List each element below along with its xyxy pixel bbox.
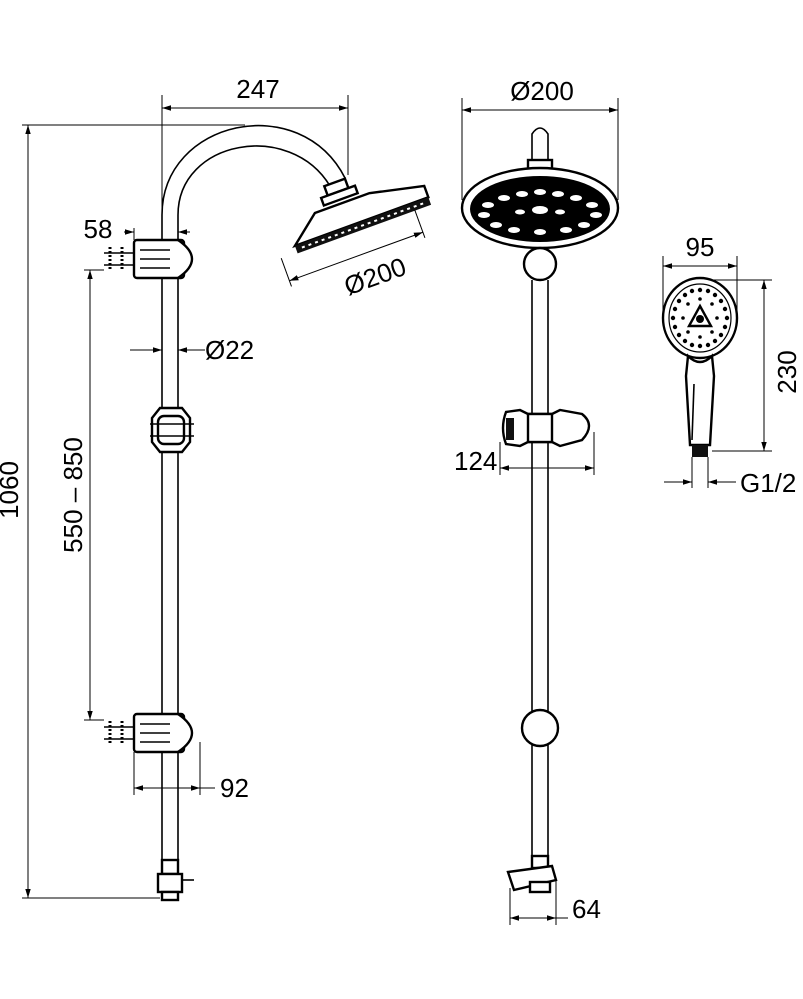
dimension-arm-length: 247 bbox=[161, 74, 349, 240]
hand-shower: 95 230 G1/2 bbox=[661, 232, 802, 498]
dimension-label-hand-thread: G1/2 bbox=[740, 468, 796, 498]
hand-shower-head bbox=[661, 276, 739, 360]
dimension-hand-width: 95 bbox=[662, 232, 738, 318]
dimension-diverter-width: 64 bbox=[509, 880, 601, 925]
dimension-bracket-spacing: 550 – 850 bbox=[58, 269, 104, 721]
dimension-label-head-diameter-front: Ø200 bbox=[510, 76, 574, 106]
wall-screws-lower bbox=[104, 721, 134, 745]
rain-shower-head-front bbox=[460, 166, 620, 250]
wall-screws-upper bbox=[104, 247, 134, 271]
shower-arm-side bbox=[161, 124, 346, 245]
front-view: Ø200 124 64 bbox=[454, 76, 620, 925]
hand-spray-nozzles bbox=[670, 287, 730, 349]
dimension-label-hand-length: 230 bbox=[772, 350, 802, 393]
slide-holder-side bbox=[150, 406, 194, 454]
lower-bracket-front bbox=[520, 708, 560, 748]
dimension-label-bracket-width: 92 bbox=[220, 773, 249, 803]
dimension-label-pipe-diameter: Ø22 bbox=[205, 335, 254, 365]
dimension-label-wall-offset: 58 bbox=[84, 214, 113, 244]
riser-pipe-side bbox=[161, 245, 179, 880]
side-view: 247 Ø200 58 550 – 850 Ø22 bbox=[0, 74, 432, 902]
hand-shower-handle bbox=[684, 353, 716, 457]
dimension-bracket-width: 92 bbox=[133, 742, 249, 803]
spray-nozzles-front bbox=[478, 189, 602, 235]
dimension-holder-width: 124 bbox=[454, 432, 595, 476]
dimension-label-hand-width: 95 bbox=[686, 232, 715, 262]
slide-holder-front bbox=[501, 408, 591, 448]
diverter-side bbox=[156, 858, 194, 902]
riser-pipe-front bbox=[531, 280, 549, 862]
dimension-hand-thread: G1/2 bbox=[664, 457, 796, 498]
dimension-pipe-diameter: Ø22 bbox=[130, 335, 254, 365]
dimension-label-total-height: 1060 bbox=[0, 461, 24, 519]
dimension-total-height: 1060 bbox=[0, 124, 245, 899]
lower-wall-bracket bbox=[104, 712, 194, 754]
dimension-label-bracket-spacing: 550 – 850 bbox=[58, 437, 88, 553]
dimension-label-holder-width: 124 bbox=[454, 446, 497, 476]
dimension-label-diverter-width: 64 bbox=[572, 894, 601, 924]
dimension-hand-length: 230 bbox=[710, 279, 802, 452]
ball-joint-front bbox=[522, 246, 558, 282]
upper-wall-bracket bbox=[104, 238, 194, 280]
diverter-front bbox=[506, 854, 558, 894]
dimension-wall-offset: 58 bbox=[84, 214, 190, 244]
dimension-label-arm-length: 247 bbox=[236, 74, 279, 104]
rain-shower-head-side bbox=[292, 177, 432, 254]
dimension-head-diameter-front: Ø200 bbox=[461, 76, 619, 200]
